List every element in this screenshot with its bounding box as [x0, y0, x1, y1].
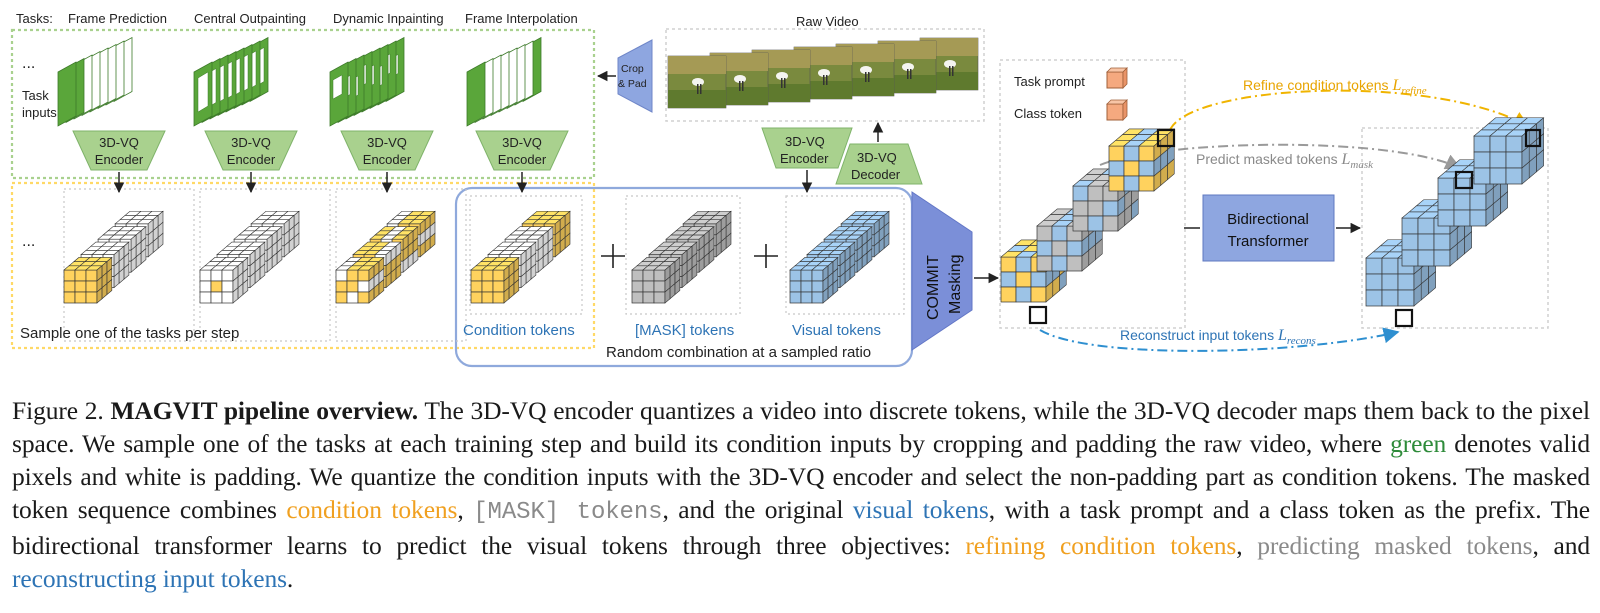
frame-stack — [57, 36, 133, 127]
random-combination-label: Random combination at a sampled ratio — [606, 344, 871, 361]
caption-text-5: , and — [1532, 531, 1590, 560]
encoder-label-line-2: Encoder — [227, 152, 276, 167]
predict-arrow — [1099, 143, 1462, 170]
sample-tasks-label: Sample one of the tasks per step — [20, 325, 239, 342]
raw-video-frame — [835, 43, 895, 97]
raw-video-encoder — [761, 127, 853, 169]
output-region — [1361, 127, 1549, 329]
vq-encoder: 3D-VQ Encoder — [475, 130, 569, 194]
token-subpanel — [785, 195, 905, 315]
caption-condition-tokens: condition tokens — [286, 495, 458, 524]
token-subpanel — [335, 188, 467, 342]
class-token-label: Class token — [1014, 106, 1082, 121]
crop-pad-label-2: & Pad — [618, 78, 647, 90]
encoder-label-line-1: 3D-VQ — [99, 135, 139, 150]
vq-encoder: 3D-VQ Encoder — [340, 130, 434, 194]
token-subpanel — [625, 195, 741, 315]
plus-icon — [601, 244, 778, 268]
encoder-label-line-2: Encoder — [498, 152, 547, 167]
condition-tokens-label: Condition tokens — [463, 322, 575, 339]
raw-decoder-label-1: 3D-VQ — [857, 150, 897, 165]
tasks-prefix-label: Tasks: — [16, 11, 53, 26]
caption-text-4: , with a task prompt and a class token a… — [12, 495, 1590, 560]
crop-pad-block — [617, 39, 653, 113]
caption-mask-tokens: [MASK] tokens — [473, 499, 663, 526]
transformer-label-1: Bidirectional — [1227, 211, 1309, 228]
caption-comma-1: , — [457, 495, 474, 524]
task-tokens-region — [10, 181, 596, 350]
reconstruct-arrow — [1039, 327, 1400, 352]
token-subpanel — [469, 195, 583, 315]
condition-token-cube — [335, 256, 385, 304]
ellipsis-top: ... — [22, 55, 35, 72]
frame-stack — [329, 36, 405, 127]
caption-title: MAGVIT pipeline overview. — [110, 396, 419, 425]
masking-label: Masking — [947, 254, 964, 314]
masked-sequence-cube — [1108, 128, 1176, 192]
figure-caption: Figure 2. MAGVIT pipeline overview. The … — [12, 394, 1590, 595]
caption-text-3: , and the original — [662, 495, 853, 524]
refine-label: Refine condition tokens Lrefine — [1243, 77, 1427, 97]
task-label-central-outpainting: Central Outpainting — [194, 11, 306, 26]
condition-token-cube — [199, 256, 249, 304]
encoder-label-line-2: Encoder — [363, 152, 412, 167]
vq-encoder: 3D-VQ Encoder — [204, 130, 298, 194]
caption-green-word: green — [1390, 429, 1447, 458]
caption-predicting: predicting masked tokens — [1257, 531, 1533, 560]
raw-decoder-label-2: Decoder — [851, 167, 901, 182]
caption-visual-tokens: visual tokens — [852, 495, 989, 524]
encoder-label-line-2: Encoder — [95, 152, 144, 167]
visual-tokens-label: Visual tokens — [792, 322, 881, 339]
raw-encoder-label-2: Encoder — [780, 151, 829, 166]
raw-video-region — [665, 28, 985, 122]
masked-sequence-cube — [1000, 239, 1068, 303]
caption-text-6: . — [286, 564, 294, 593]
raw-video-decoder — [835, 143, 923, 185]
encoder-label-line-1: 3D-VQ — [231, 135, 271, 150]
mask-tokens-label: [MASK] tokens — [635, 322, 734, 339]
caption-figure-number: Figure 2. — [12, 396, 111, 425]
condition-token-cube — [470, 256, 520, 304]
task-prompt-token — [1106, 71, 1124, 89]
masked-sequence-cube — [1036, 208, 1104, 272]
condition-token-cube — [63, 256, 113, 304]
bidirectional-transformer — [1202, 194, 1335, 262]
caption-comma-2: , — [1236, 531, 1258, 560]
caption-text-2: denotes valid pixels and white is paddin… — [12, 429, 1591, 524]
raw-video-label: Raw Video — [796, 14, 859, 29]
commit-label: COMMIT — [925, 255, 942, 320]
task-label-frame-prediction: Frame Prediction — [68, 11, 167, 26]
class-token — [1106, 103, 1124, 121]
ellipsis-bottom: ... — [22, 233, 35, 250]
encoder-label-line-1: 3D-VQ — [502, 135, 542, 150]
raw-video-frame — [667, 55, 727, 109]
task-label-dynamic-inpainting: Dynamic Inpainting — [333, 11, 444, 26]
pipeline-figure: Tasks: Frame Prediction Central Outpaint… — [10, 11, 1549, 368]
vq-encoder: 3D-VQ Encoder — [72, 130, 166, 194]
frame-stack — [466, 36, 542, 127]
transformer-label-2: Transformer — [1227, 233, 1308, 250]
task-prompt-label: Task prompt — [1014, 74, 1085, 89]
mask-token-cube — [631, 256, 681, 304]
output-token-cube — [1473, 117, 1545, 185]
prefix-region — [999, 59, 1186, 329]
visual-token-cube — [789, 256, 839, 304]
caption-refining: refining condition tokens — [965, 531, 1237, 560]
commit-masking-block — [911, 191, 973, 351]
refine-arrow — [1169, 89, 1530, 131]
task-inputs-label-2: inputs — [22, 105, 57, 120]
crop-pad-label-1: Crop — [621, 63, 644, 75]
predict-label: Predict masked tokens Lmask — [1196, 151, 1374, 171]
caption-reconstructing: reconstructing input tokens — [12, 564, 287, 593]
reconstruct-label: Reconstruct input tokens Lrecons — [1120, 327, 1316, 347]
task-inputs-label-1: Task — [22, 88, 49, 103]
token-subpanel — [199, 188, 331, 342]
encoder-label-line-1: 3D-VQ — [367, 135, 407, 150]
frame-stack — [193, 36, 269, 127]
raw-encoder-label-1: 3D-VQ — [785, 134, 825, 149]
task-inputs-region — [10, 28, 596, 180]
task-label-frame-interpolation: Frame Interpolation — [465, 11, 578, 26]
token-subpanel — [63, 188, 195, 342]
caption-text-1: The 3D-VQ encoder quantizes a video into… — [12, 396, 1590, 458]
